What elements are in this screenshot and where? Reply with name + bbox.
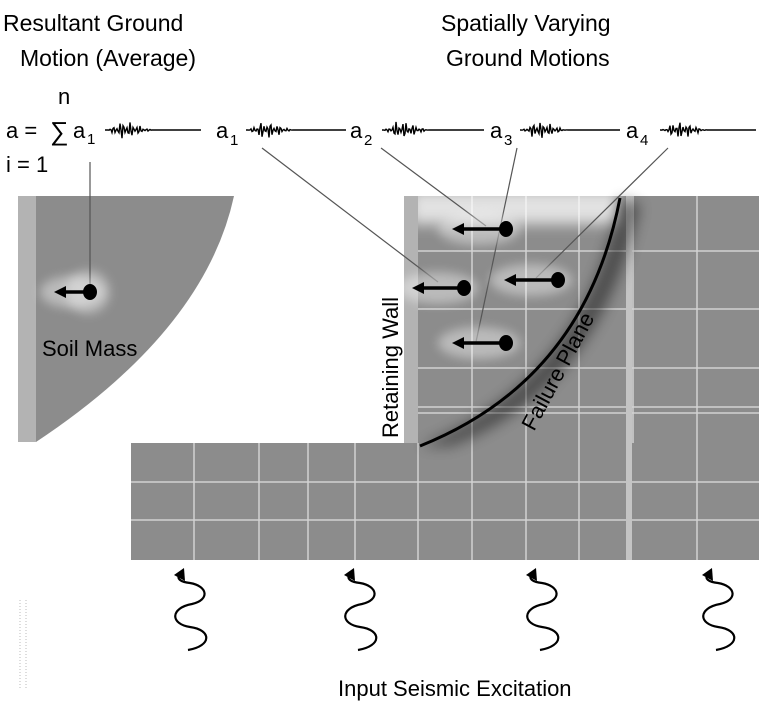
force-arrow-3: [490, 264, 572, 296]
accel-label-2: a: [350, 118, 363, 143]
wedge-highlight: [410, 190, 620, 224]
waveform-2: [382, 121, 484, 137]
accel-subscript-2: 2: [364, 132, 372, 149]
soil-grid-lines: [131, 196, 759, 560]
summation-formula: n a = ∑ a 1 i = 1: [6, 84, 95, 177]
spatial-title-line1: Spatially Varying: [441, 10, 611, 36]
resultant-title-line1: Resultant Ground: [3, 10, 183, 36]
input-excitation-label: Input Seismic Excitation: [338, 676, 572, 701]
waveform-4: [660, 122, 756, 137]
accel-subscript-3: 3: [504, 132, 512, 149]
excitation-spiral-icon-2: [526, 568, 560, 652]
leader-lines: [89, 147, 669, 343]
formula-sum-symbol: ∑: [50, 116, 69, 146]
base-soil-grid: [131, 443, 759, 560]
retaining-wall: [404, 196, 418, 443]
failure-plane-shadow: [419, 197, 640, 448]
force-arrow-4: [438, 327, 520, 359]
excitation-spirals: [174, 568, 736, 652]
seismic-waveforms: [105, 121, 756, 139]
inertial-force-arrows: [40, 213, 572, 359]
spatial-title-line2: Ground Motions: [446, 45, 610, 71]
force-arrow-0: [40, 276, 104, 308]
formula-term-subscript: 1: [87, 131, 95, 148]
soil-mass-block: [18, 196, 234, 442]
resultant-title-line2: Motion (Average): [20, 45, 196, 71]
formula-upper-limit: n: [58, 84, 70, 109]
acceleration-labels: a 1 a 2 a 3 a 4: [216, 118, 648, 149]
accel-label-1: a: [216, 118, 229, 143]
waveform-3: [520, 122, 620, 138]
dotted-marks: [19, 600, 27, 690]
formula-term: a: [73, 118, 86, 143]
accel-label-4: a: [626, 118, 639, 143]
formula-lhs: a =: [6, 118, 37, 143]
vertical-divider: [626, 196, 632, 560]
excitation-spiral-icon-0: [174, 568, 208, 652]
waveform-0: [105, 122, 201, 139]
soil-mass-label: Soil Mass: [42, 336, 137, 361]
retaining-wall-label: Retaining Wall: [378, 297, 403, 438]
accel-subscript-1: 1: [230, 132, 238, 149]
accel-subscript-4: 4: [640, 132, 648, 149]
accel-label-3: a: [490, 118, 503, 143]
force-arrow-2: [438, 213, 520, 245]
waveform-1: [246, 123, 346, 138]
force-arrow-1: [398, 272, 478, 304]
excitation-spiral-icon-3: [702, 568, 736, 652]
excitation-spiral-icon-1: [344, 568, 378, 652]
formula-lower-limit: i = 1: [6, 152, 48, 177]
